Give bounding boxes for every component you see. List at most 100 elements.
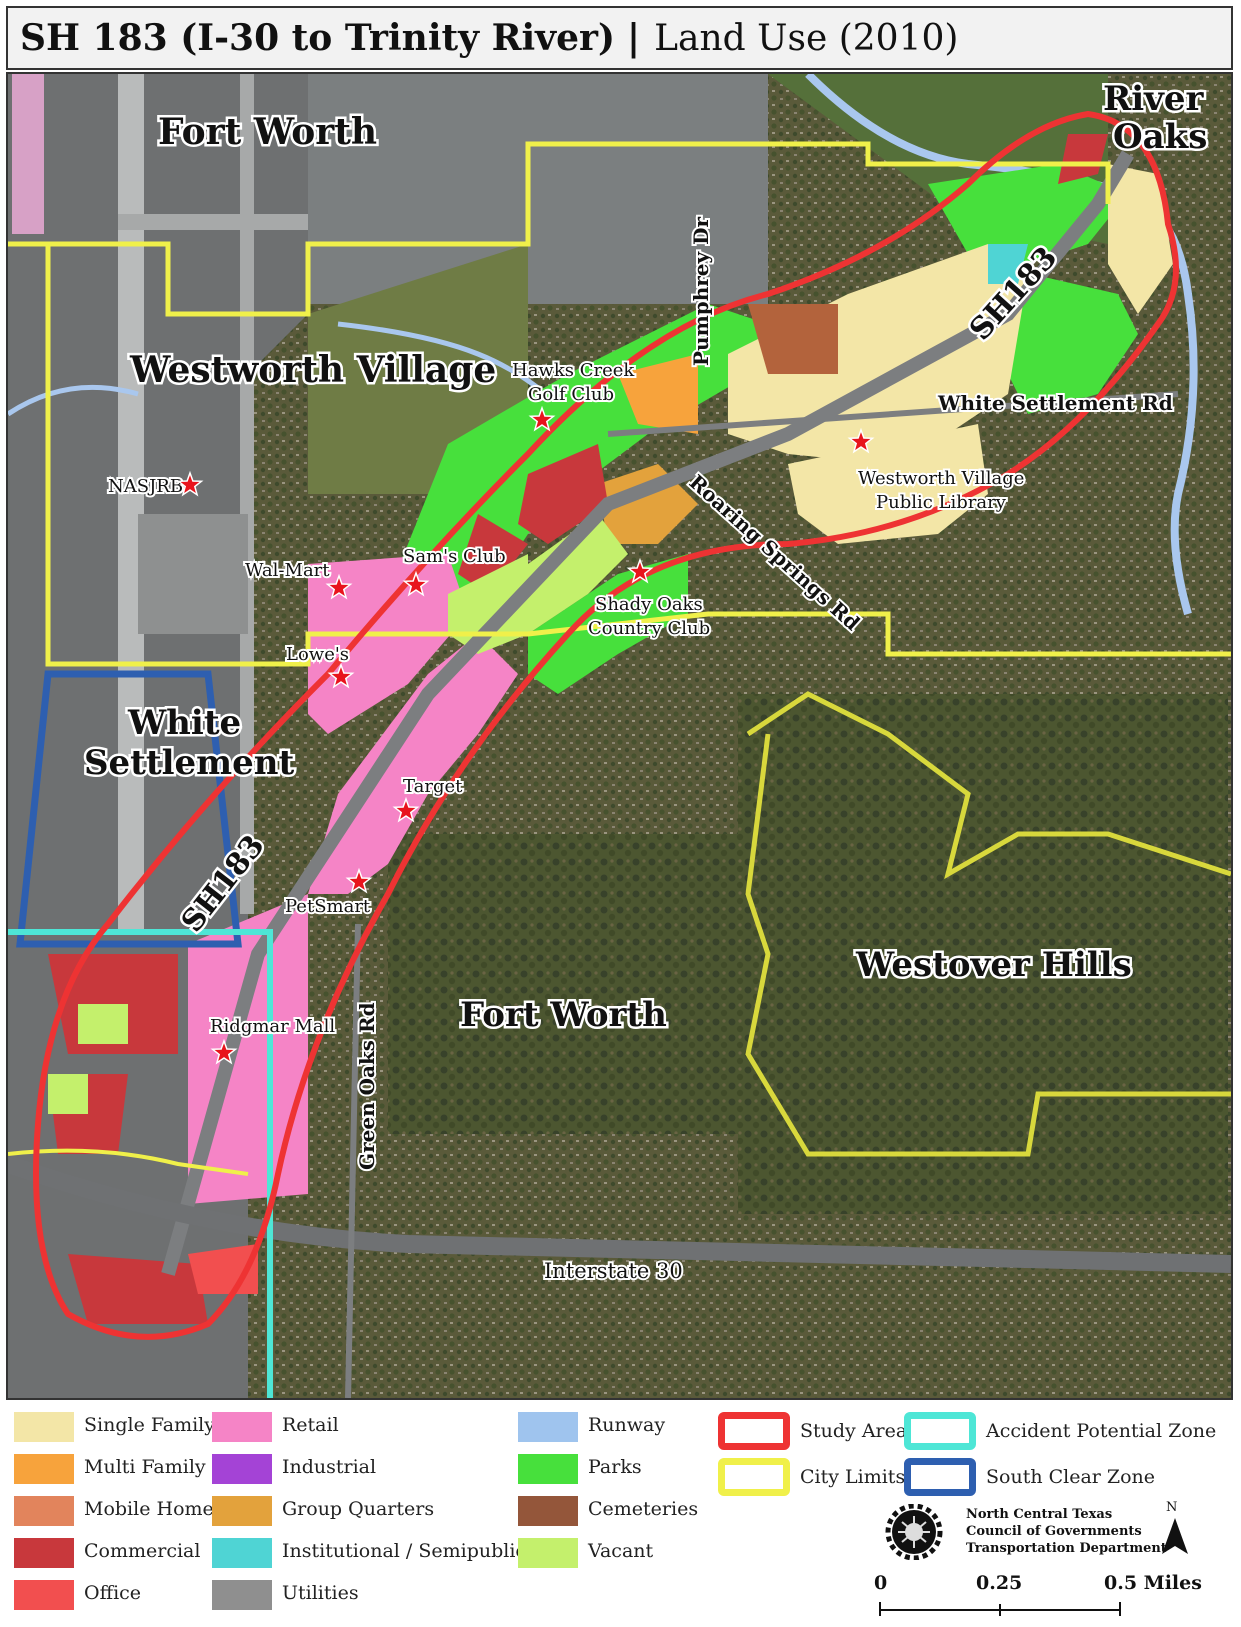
legend-swatch-accident-potential-zone xyxy=(904,1412,976,1450)
woodland-south xyxy=(388,834,748,1134)
star-icon xyxy=(345,867,373,894)
scale-bar: 0 0.25 0.5 Miles xyxy=(870,1572,1202,1627)
label-westover-hills: Westover Hills xyxy=(855,945,1132,985)
label-hawks-creek-1: Hawks Creek xyxy=(512,360,635,381)
north-label: N xyxy=(1166,1500,1178,1515)
legend-label-industrial: Industrial xyxy=(282,1456,377,1478)
scale-label-mid: 0.25 xyxy=(976,1572,1023,1594)
title-bar: SH 183 (I-30 to Trinity River) | Land Us… xyxy=(6,6,1233,70)
runway xyxy=(118,74,144,934)
star-icon xyxy=(210,1038,238,1065)
landuse-vacant-2 xyxy=(448,554,528,654)
legend-swatch-office xyxy=(14,1580,74,1610)
legend-swatch-industrial xyxy=(212,1454,272,1484)
legend-swatch-utilities xyxy=(212,1580,272,1610)
label-fort-worth-south: Fort Worth xyxy=(460,995,667,1035)
landuse-retail-ridgmar xyxy=(188,894,308,1204)
airbase-apron xyxy=(138,514,248,634)
airbase-buildings xyxy=(12,74,44,234)
study-area-boundary xyxy=(33,110,1179,1340)
landuse-commercial-2 xyxy=(458,514,528,594)
legend-swatch-runway xyxy=(518,1412,578,1442)
title-separator: | xyxy=(627,17,641,59)
landuse-institutional xyxy=(988,244,1028,284)
agency-line-1: North Central Texas xyxy=(966,1507,1113,1522)
legend-label-commercial: Commercial xyxy=(84,1540,201,1562)
legend-label-cemeteries: Cemeteries xyxy=(588,1498,699,1520)
label-shady-oaks-1: Shady Oaks xyxy=(595,594,703,615)
green-oaks-road xyxy=(345,923,361,1398)
page-title: SH 183 (I-30 to Trinity River) xyxy=(20,17,616,59)
map-view[interactable]: Fort Worth River Oaks Westworth Village … xyxy=(6,72,1233,1400)
label-petsmart: PetSmart xyxy=(285,896,371,917)
north-arrow-icon xyxy=(1162,1518,1188,1554)
label-lowes: Lowe's xyxy=(286,644,349,665)
interstate-30-road xyxy=(8,1155,1231,1273)
legend-label-south-clear-zone: South Clear Zone xyxy=(986,1466,1156,1488)
legend-swatch-institutional xyxy=(212,1538,272,1568)
legend-swatch-study-area xyxy=(718,1412,790,1450)
agency-block: North Central Texas Council of Governmen… xyxy=(880,1500,1200,1564)
scale-label-end: 0.5 Miles xyxy=(1104,1572,1202,1594)
landuse-mobile-home xyxy=(748,304,838,374)
legend-swatch-parks xyxy=(518,1454,578,1484)
legend-swatch-commercial xyxy=(14,1538,74,1568)
legend-swatch-cemeteries xyxy=(518,1496,578,1526)
label-river-oaks-2: Oaks xyxy=(1113,117,1207,157)
label-green-oaks-rd: Green Oaks Rd xyxy=(355,1002,379,1170)
legend-swatch-group-quarters xyxy=(212,1496,272,1526)
legend-swatch-south-clear-zone xyxy=(904,1458,976,1496)
legend-label-runway: Runway xyxy=(588,1414,666,1436)
star-icon xyxy=(847,427,875,454)
landuse-vacant-1 xyxy=(528,514,628,634)
label-fort-worth-north: Fort Worth xyxy=(158,111,377,153)
landuse-retail-target xyxy=(308,634,518,894)
label-white-settlement-1: White xyxy=(127,703,241,743)
legend-label-study-area: Study Area xyxy=(800,1420,908,1442)
scale-label-zero: 0 xyxy=(874,1572,888,1594)
city-limits-westworth xyxy=(45,244,1231,667)
landuse-vacant-sw xyxy=(78,1004,128,1044)
star-icon xyxy=(325,573,353,600)
landuse-single-family-library xyxy=(788,424,988,544)
legend-label-office: Office xyxy=(84,1582,142,1604)
star-icon xyxy=(626,557,654,584)
label-interstate-30: Interstate 30 xyxy=(544,1259,683,1283)
landuse-single-family-north xyxy=(1108,164,1173,314)
white-settlement-rd xyxy=(607,391,1179,437)
label-pumphrey-dr: Pumphrey Dr xyxy=(689,217,713,366)
star-icon xyxy=(327,662,355,689)
scale-line xyxy=(879,1602,1121,1616)
legend-swatch-vacant xyxy=(518,1538,578,1568)
sh183-road xyxy=(161,150,1135,1276)
legend-label-utilities: Utilities xyxy=(282,1582,359,1604)
city-limits-line xyxy=(8,141,1111,317)
legend-swatch-single-family xyxy=(14,1412,74,1442)
landuse-commercial-south2 xyxy=(68,1254,208,1324)
city-limits-south xyxy=(8,1148,249,1176)
taxiway-cross xyxy=(118,214,358,230)
label-hawks-creek-2: Golf Club xyxy=(528,384,614,405)
label-library-2: Public Library xyxy=(876,492,1007,513)
legend-label-single-family: Single Family xyxy=(84,1414,215,1436)
legend-swatch-city-limits xyxy=(718,1458,790,1496)
star-icon xyxy=(402,570,430,597)
landuse-retail-walmart xyxy=(308,554,468,734)
nctcog-logo-icon xyxy=(885,1504,943,1560)
legend-label-parks: Parks xyxy=(588,1456,642,1478)
legend: Single Family Multi Family Mobile Home C… xyxy=(6,1402,1233,1620)
label-sams-club: Sam's Club xyxy=(403,546,506,567)
star-icon xyxy=(528,405,556,432)
star-icon xyxy=(176,470,204,497)
city-limits-westover xyxy=(745,691,1231,1157)
label-white-settlement-rd: White Settlement Rd xyxy=(937,391,1173,415)
landuse-multi-family xyxy=(618,354,698,434)
label-westworth-village: Westworth Village xyxy=(129,349,496,391)
label-walmart: Wal-Mart xyxy=(245,560,330,581)
label-nasjrb: NASJRB xyxy=(108,476,183,497)
legend-label-mobile-home: Mobile Home xyxy=(84,1498,214,1520)
agency-line-2: Council of Governments xyxy=(966,1524,1142,1539)
label-shady-oaks-2: Country Club xyxy=(588,618,710,639)
poi-markers xyxy=(176,405,875,1065)
